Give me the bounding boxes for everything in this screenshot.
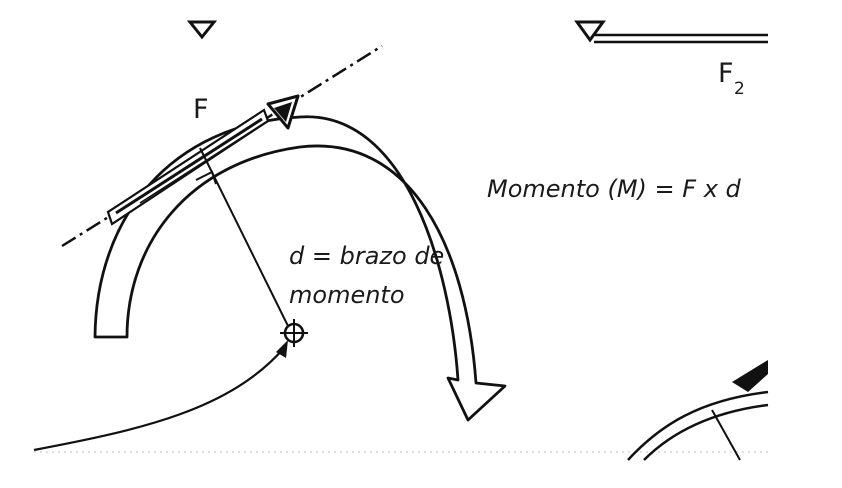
force-2-main: F [718, 58, 734, 89]
force-2-label: F 2 [718, 58, 745, 99]
force-2-subscript: 2 [734, 79, 745, 99]
lever-arm-label-line1: d = brazo de [289, 242, 444, 270]
lever-arm [195, 147, 291, 331]
bottom-right-arrow-icon [732, 360, 768, 392]
lever-arm-label-line2: momento [289, 281, 405, 309]
pivot-crosshair-icon [280, 319, 308, 347]
curved-rotation-arrow-icon [93, 115, 507, 422]
beam-support-triangle-icon [574, 20, 606, 43]
top-support-triangle-icon [186, 20, 218, 40]
moment-formula: Momento (M) = F x d [487, 175, 742, 203]
top-right-beam [574, 20, 768, 44]
bottom-right-partial-wheel [627, 360, 769, 461]
force-arrow-icon [106, 94, 300, 226]
pivot-pointer-arrow [33, 340, 288, 452]
force-label: F [193, 94, 209, 125]
